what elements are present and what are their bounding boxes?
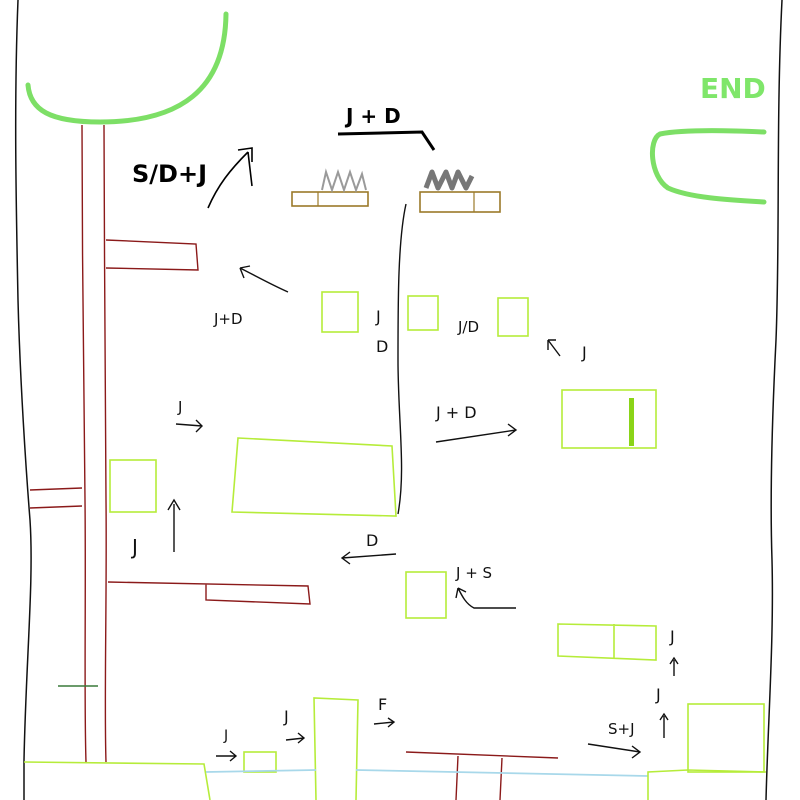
pillar-bottom (313, 697, 359, 800)
bottom-f-arrow (373, 717, 396, 728)
right-wall (765, 0, 783, 800)
bottom-ladder-bridge (405, 751, 559, 800)
tree-canopy (25, 11, 229, 125)
end-platform (649, 128, 767, 205)
bridge-right (419, 169, 501, 213)
ground-left (23, 761, 211, 800)
lower-js-arrow (455, 587, 516, 609)
mid-left-j-label: J (177, 398, 182, 416)
platform-bottom-small (243, 751, 277, 773)
spring-combo-arrow (207, 147, 253, 209)
platform-lower-mid (405, 571, 447, 619)
lower-d-label: D (366, 531, 378, 550)
bottom-j2-arrow (285, 732, 306, 744)
right-col-arrow-1 (669, 656, 679, 676)
platform-center-large (231, 437, 397, 517)
center-jd-d-label: D (376, 337, 388, 356)
spikes-gray (321, 168, 367, 194)
lower-j-label: J (130, 535, 138, 559)
bottom-sj-label: S+J (608, 720, 635, 738)
right-col-j1-label: J (669, 627, 675, 646)
right-col-arrow-2 (659, 712, 669, 738)
left-wall (14, 0, 32, 800)
right-jd-label: J/D (457, 318, 479, 336)
spikes-dark (423, 169, 475, 191)
bottom-j1-arrow (216, 750, 238, 762)
bottom-sj-arrow (587, 743, 642, 759)
platform-upper-1 (321, 291, 359, 333)
end-label: END (700, 72, 766, 105)
water (205, 769, 649, 777)
platform-upper-2 (407, 295, 439, 331)
right-j-label: J (581, 343, 587, 362)
upper-left-arrow (239, 265, 289, 293)
platform-bottom-right (687, 703, 765, 773)
platform-right-marker (629, 398, 634, 446)
bottom-j1-label: J (223, 728, 228, 744)
mid-right-arrow (435, 423, 518, 443)
center-jd-j-label: J (375, 307, 381, 326)
bridge-left (291, 168, 369, 207)
spring-combo-label: S/D+J (132, 160, 207, 188)
right-up-arrow (547, 339, 561, 357)
platform-right-large (561, 389, 657, 449)
bottom-j2-label: J (283, 707, 289, 726)
lower-js-label: J + S (455, 564, 492, 582)
mid-left-arrow (175, 419, 203, 433)
lower-d-arrow (340, 551, 397, 565)
top-jump-underline (337, 130, 436, 151)
platform-upper-3 (497, 297, 529, 337)
ground-right (647, 769, 767, 800)
platform-right-double (557, 623, 657, 661)
ladder (29, 124, 311, 763)
mid-right-jd-label: J + D (435, 403, 477, 422)
right-col-j2-label: J (655, 685, 661, 704)
upper-left-label: J+D (213, 310, 243, 328)
center-divider (397, 203, 407, 515)
lower-up-arrow (167, 498, 181, 552)
platform-left (109, 459, 157, 513)
top-jump-label: J + D (344, 104, 401, 128)
bottom-f-label: F (378, 695, 387, 714)
